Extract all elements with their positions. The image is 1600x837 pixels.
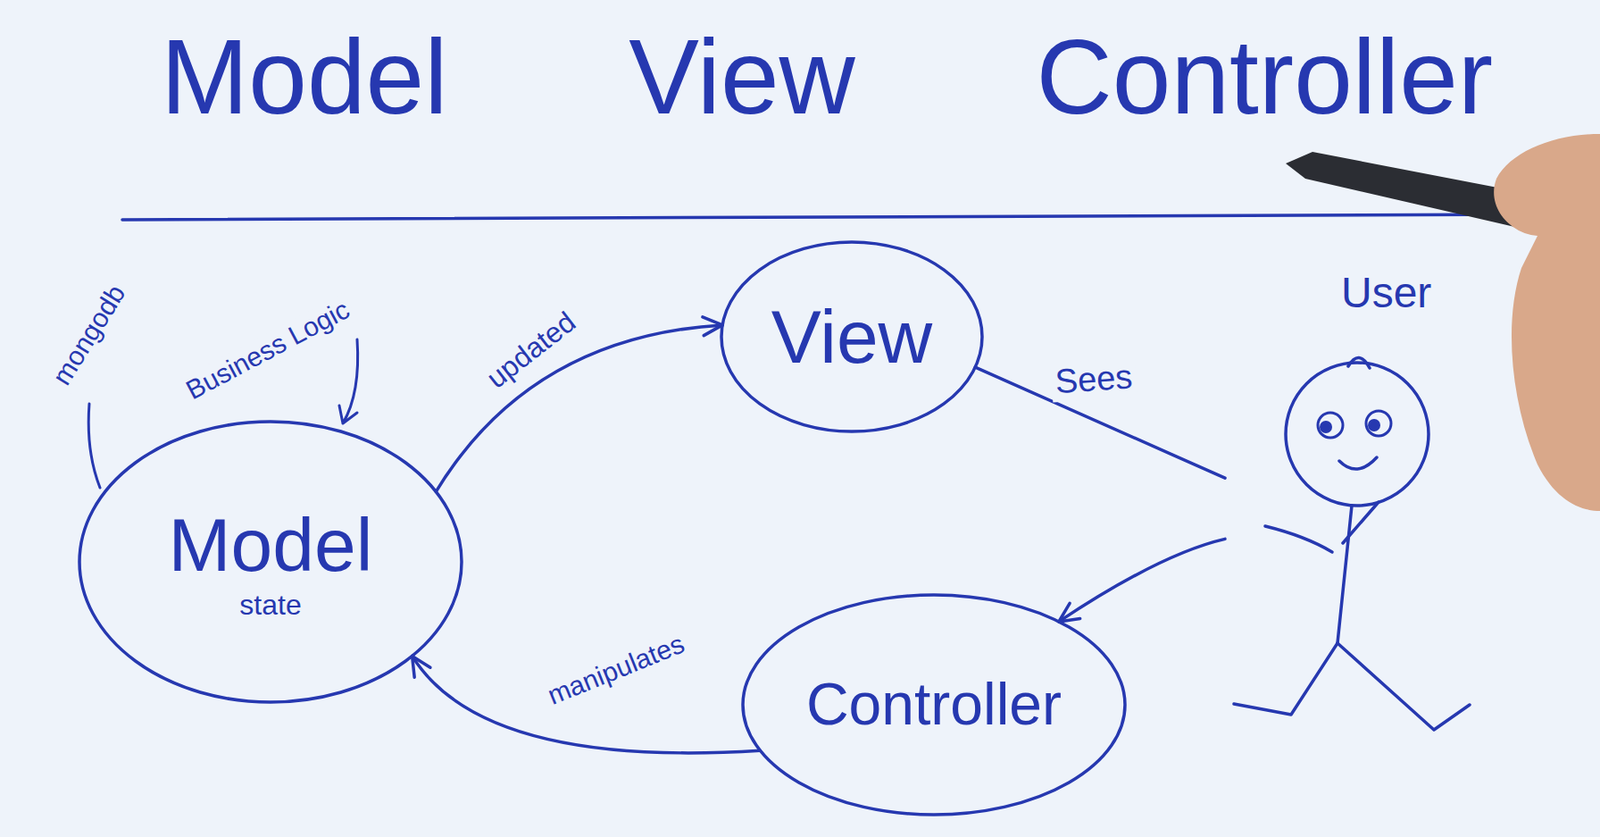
connector — [1058, 538, 1225, 622]
node-ellipse: View — [718, 239, 985, 434]
arrowhead — [702, 316, 723, 336]
figure-leg — [1233, 642, 1338, 715]
node-ellipse: Controller — [740, 591, 1128, 817]
node-ellipse: Modelstate — [76, 418, 465, 705]
stick-figure — [1225, 267, 1484, 750]
figure-pupil — [1319, 420, 1333, 434]
figure-head — [1285, 362, 1429, 506]
connector-line — [1058, 538, 1225, 622]
figure-hair — [1348, 357, 1370, 368]
node-title: Controller — [806, 670, 1062, 739]
node-note: state — [239, 588, 301, 622]
figure-body — [1337, 505, 1352, 643]
figure-arm — [1342, 501, 1379, 543]
figure-smile — [1339, 457, 1377, 469]
figure-leg — [1337, 642, 1470, 730]
edge-label: updated — [477, 302, 585, 397]
figure-pupil — [1367, 418, 1381, 432]
title-rule — [122, 214, 1532, 220]
note-label: Business Logic — [177, 292, 358, 409]
leader-line — [88, 403, 100, 488]
diagram-title: Model View Controller — [160, 19, 1493, 136]
node-outline — [742, 594, 1125, 815]
connector — [435, 316, 723, 492]
node-title: View — [771, 293, 934, 381]
user-figure: User — [1225, 267, 1484, 750]
note-label: mongodb — [44, 275, 134, 393]
leader-arrow — [339, 339, 359, 424]
node-outline — [79, 421, 462, 702]
hand — [1493, 133, 1600, 511]
edge-label: manipulates — [540, 626, 692, 713]
node-title: Model — [168, 501, 374, 589]
figure-arm — [1265, 525, 1333, 552]
figure-eye — [1366, 410, 1392, 436]
connector-line — [435, 325, 723, 492]
arrowhead — [412, 655, 431, 677]
node-outline — [721, 241, 983, 432]
edge-label: Sees — [1050, 357, 1137, 402]
node-title: User — [1341, 267, 1432, 317]
figure-eye — [1317, 412, 1343, 438]
arrowhead — [1058, 602, 1081, 622]
